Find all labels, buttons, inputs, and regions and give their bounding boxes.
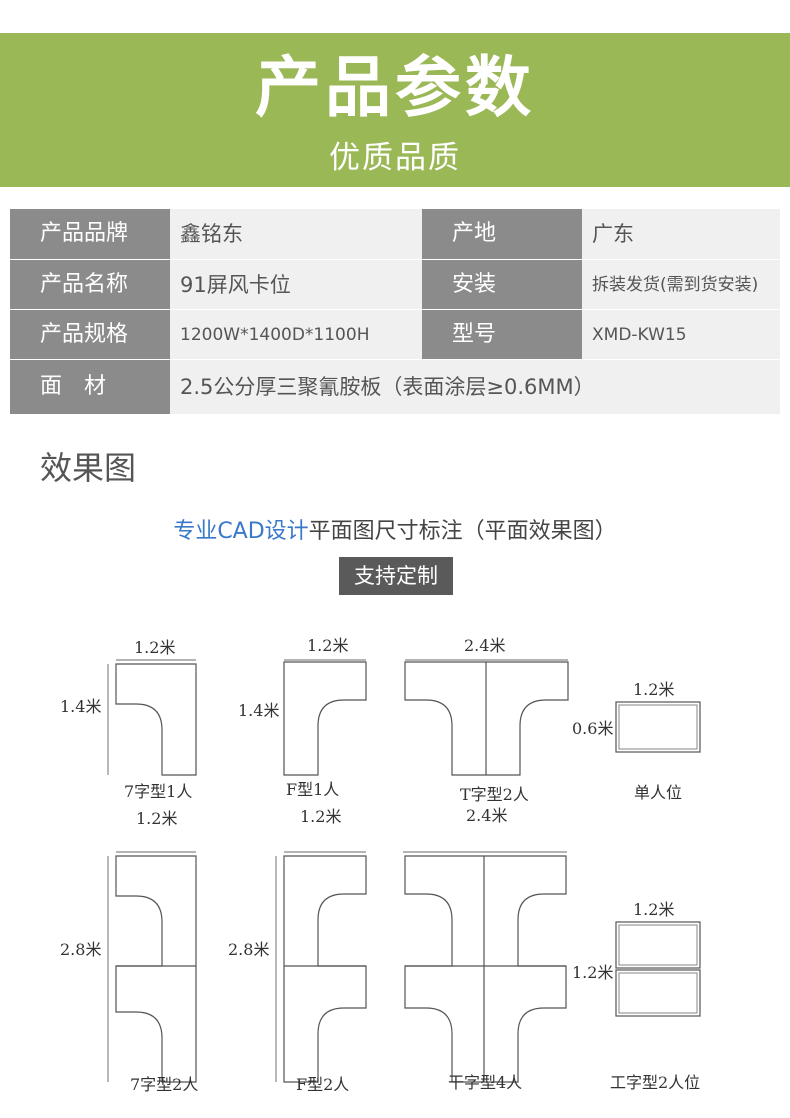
spec-row: 产品规格 1200W*1400D*1100H 型号 XMD-KW15 (10, 309, 780, 360)
spec-label: 产品名称 (10, 260, 170, 310)
plan-single-desk (615, 701, 701, 753)
dim-height: 1.4米 (60, 697, 101, 716)
dim-height: 0.6米 (572, 719, 613, 738)
spec-row: 产品名称 91屏风卡位 安装 拆装发货(需到货安装) (10, 259, 780, 310)
plan-caption: 单人位 (634, 783, 682, 802)
spec-label: 型号 (422, 310, 582, 360)
plan-caption: 工字型2人位 (610, 1073, 700, 1092)
plan-gan-quad (403, 851, 567, 1083)
dim-width: 1.2米 (633, 680, 674, 699)
spec-label: 产品规格 (10, 310, 170, 360)
custom-badge: 支持定制 (339, 557, 453, 595)
spec-value: 拆装发货(需到货安装) (582, 260, 780, 310)
floor-plan-drawing: 1.2米 1.4米 7字型1人 1.2米 1.4米 F型1人 2.4米 T字型2… (60, 636, 701, 1094)
plan-caption: 7字型1人 (124, 782, 192, 801)
spec-value: 1200W*1400D*1100H (170, 310, 422, 360)
cad-caption-highlight: 专业CAD设计 (173, 519, 309, 544)
section-title: 效果图 (40, 449, 137, 487)
spec-label: 面 材 (10, 360, 170, 414)
dim-width: 2.4米 (466, 806, 507, 825)
plan-caption: F型1人 (286, 780, 339, 799)
plan-f-double (275, 851, 367, 1083)
plan-f-single (283, 659, 367, 776)
plan-7-single (107, 659, 197, 776)
plan-caption: T字型2人 (460, 785, 529, 804)
spec-row: 产品品牌 鑫铭东 产地 广东 (10, 209, 780, 259)
spec-label: 产品品牌 (10, 209, 170, 259)
spec-label: 安装 (422, 260, 582, 310)
dim-width: 1.2米 (307, 636, 348, 655)
spec-value: 2.5公分厚三聚氰胺板（表面涂层≥0.6MM） (170, 360, 780, 414)
dim-width: 1.2米 (134, 638, 175, 657)
dim-width: 2.4米 (464, 636, 505, 655)
banner-title: 产品参数 (255, 49, 535, 126)
cad-caption-rest: 平面图尺寸标注（平面效果图） (308, 519, 617, 544)
plan-t-double (404, 659, 569, 776)
dim-height: 1.4米 (238, 701, 279, 720)
plan-caption: F型2人 (296, 1075, 349, 1094)
dim-height: 1.2米 (572, 963, 613, 982)
spec-value: 鑫铭东 (170, 209, 422, 259)
dim-width: 1.2米 (136, 809, 177, 828)
spec-value: 91屏风卡位 (170, 260, 422, 310)
dim-width: 1.2米 (300, 807, 341, 826)
banner-subtitle: 优质品质 (329, 140, 461, 176)
header-banner (0, 33, 790, 187)
plan-caption: 干字型4人 (448, 1073, 522, 1092)
floor-plans: 1.2米 1.4米 7字型1人 1.2米 1.4米 F型1人 2.4米 T字型2… (0, 620, 790, 1118)
dim-height: 2.8米 (60, 940, 101, 959)
dim-width: 1.2米 (633, 900, 674, 919)
dim-height: 2.8米 (228, 940, 269, 959)
spec-label: 产地 (422, 209, 582, 259)
spec-value: XMD-KW15 (582, 310, 780, 360)
cad-caption: 专业CAD设计平面图尺寸标注（平面效果图） (0, 514, 790, 550)
spec-row: 面 材 2.5公分厚三聚氰胺板（表面涂层≥0.6MM） (10, 359, 780, 414)
plan-caption: 7字型2人 (130, 1075, 198, 1094)
spec-value: 广东 (582, 209, 780, 259)
plan-gong-double (615, 921, 701, 1017)
plan-7-double (107, 851, 197, 1083)
